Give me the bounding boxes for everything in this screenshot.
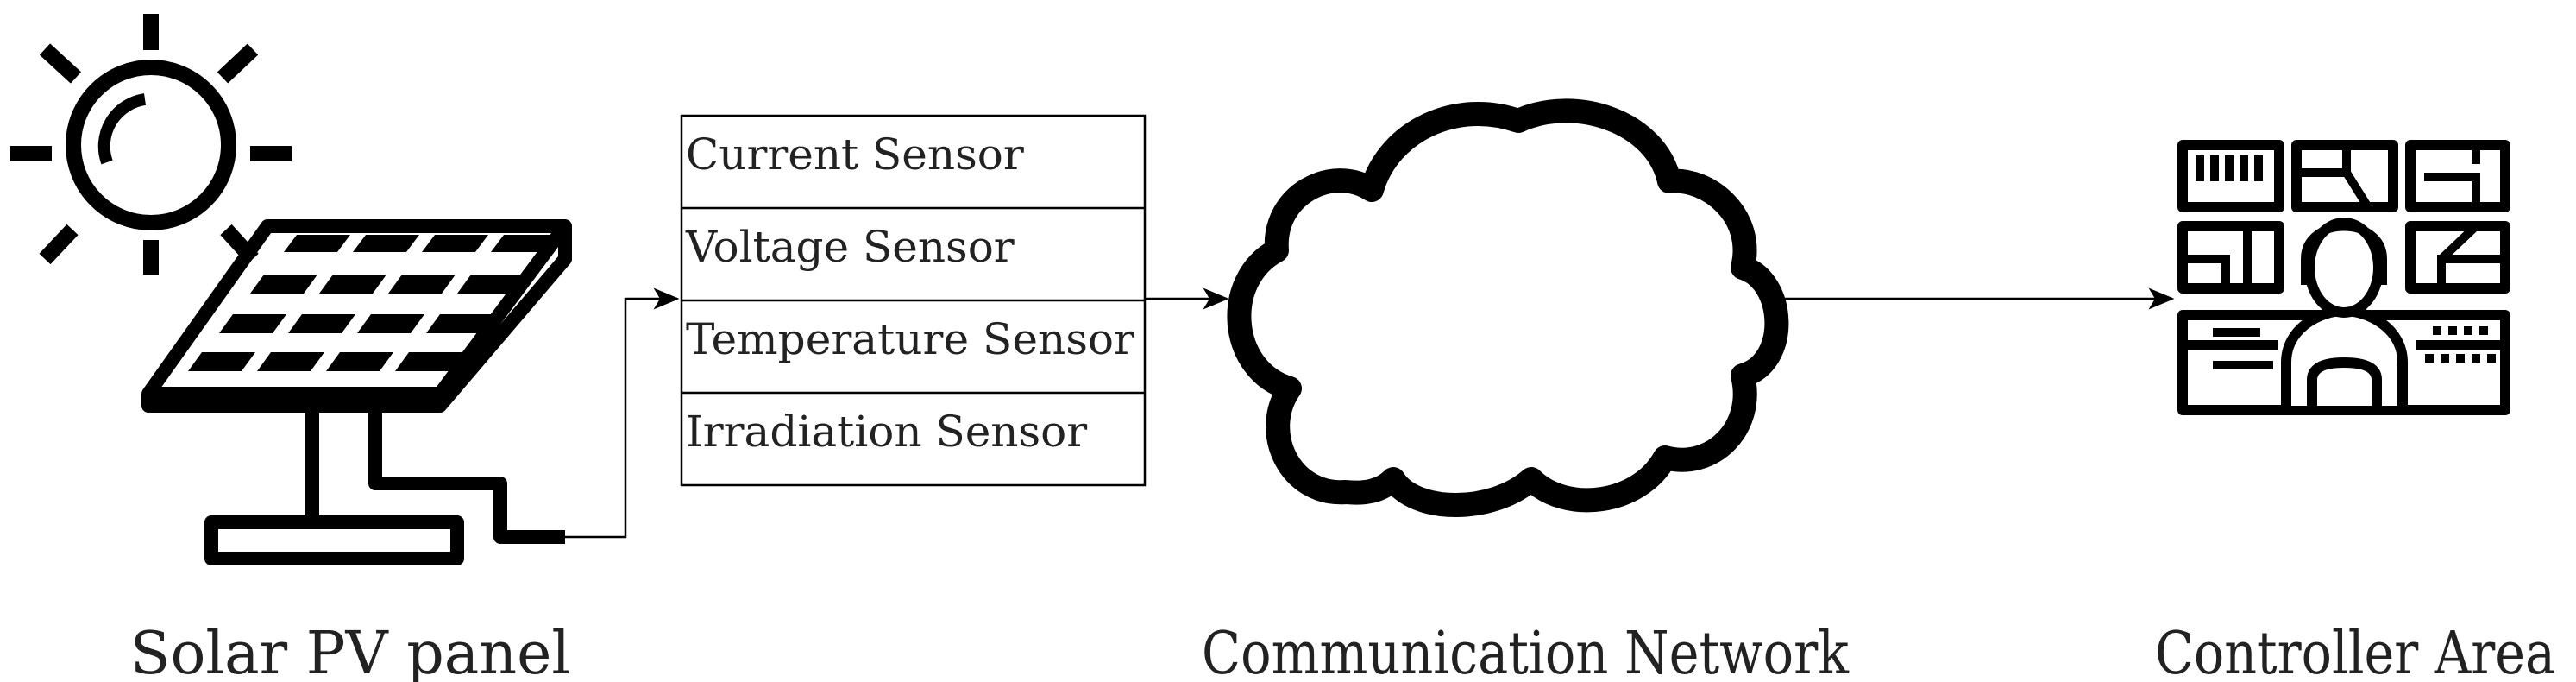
- caption-communication-network: Communication Network: [1202, 620, 1850, 682]
- sensor-label-voltage: Voltage Sensor: [685, 222, 1015, 272]
- control-room-icon: [2177, 140, 2510, 415]
- sensor-label-current: Current Sensor: [686, 129, 1024, 180]
- sensor-label-irradiation: Irradiation Sensor: [686, 407, 1087, 457]
- sensor-label-temperature: Temperature Sensor: [686, 314, 1134, 364]
- caption-solar-pv-panel: Solar PV panel: [130, 620, 570, 682]
- sensor-table: Current Sensor Voltage Sensor Temperatur…: [680, 114, 1147, 487]
- panel-to-sensor-connector: [565, 287, 680, 539]
- caption-controller-area: Controller Area: [2155, 620, 2555, 682]
- solar-panel-icon: [141, 219, 572, 565]
- cloud-icon: [1227, 98, 1789, 517]
- sun-icon: [10, 14, 292, 275]
